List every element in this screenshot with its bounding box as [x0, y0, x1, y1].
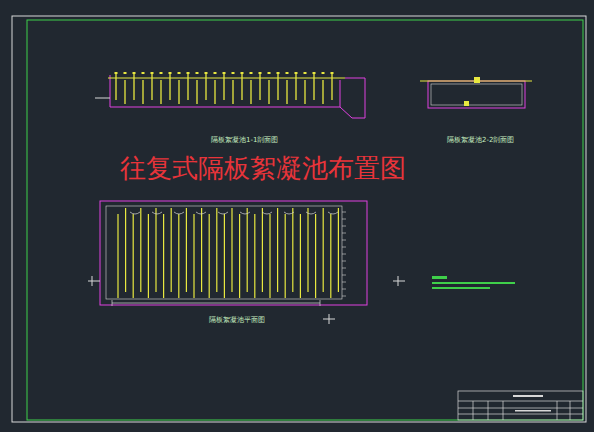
legend-lines	[432, 276, 515, 289]
view-label: 隔板絮凝池平面图	[208, 317, 266, 324]
outer-frame	[12, 16, 586, 422]
view-label: 隔板絮凝池1-1剖面图	[210, 137, 279, 144]
view-label: 隔板絮凝池2-2剖面图	[446, 137, 515, 144]
plan-view	[88, 201, 405, 324]
title-block	[458, 391, 583, 420]
section-1-1	[95, 72, 365, 118]
section-2-2	[420, 77, 532, 108]
drawing-title: 往复式隔板絮凝池布置图	[120, 155, 406, 181]
inner-frame	[27, 20, 583, 420]
